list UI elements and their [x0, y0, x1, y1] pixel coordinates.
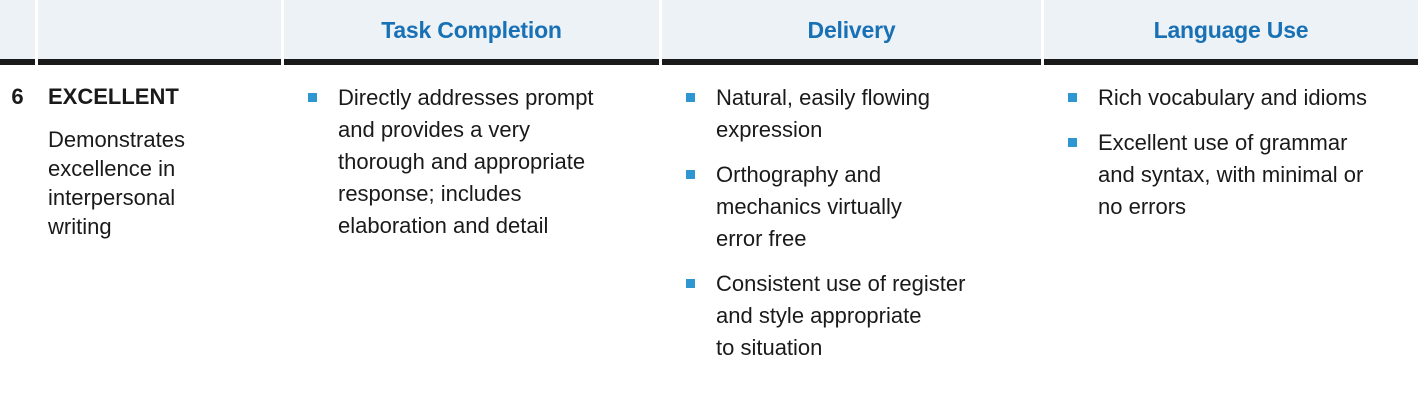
column-header-label: Delivery — [807, 17, 896, 43]
delivery-cell: Natural, easily flowing expression Ortho… — [662, 65, 1041, 377]
column-header-label: Language Use — [1153, 17, 1309, 43]
criterion-item: Consistent use of register and style app… — [686, 268, 1035, 364]
bullet-square-icon — [1068, 138, 1077, 147]
bullet-square-icon — [308, 93, 317, 102]
bullet-square-icon — [1068, 93, 1077, 102]
criterion-item: Rich vocabulary and idioms — [1068, 82, 1412, 114]
column-header-score — [0, 0, 35, 65]
task-completion-cell: Directly addresses prompt and provides a… — [284, 65, 659, 377]
rating-description: Demonstrates excellence in interpersonal… — [48, 127, 185, 239]
criterion-text: Directly addresses prompt and provides a… — [338, 85, 594, 238]
rubric-grid: Task Completion Delivery Language Use 6 … — [0, 0, 1418, 377]
column-header-label: Task Completion — [381, 17, 562, 43]
rating-label: EXCELLENT — [48, 84, 179, 109]
criterion-text: Rich vocabulary and idioms — [1098, 85, 1368, 110]
criterion-text: Excellent use of grammar and syntax, wit… — [1098, 130, 1364, 219]
bullet-square-icon — [686, 279, 695, 288]
score-value: 6 — [11, 84, 24, 109]
language-use-list: Rich vocabulary and idioms Excellent use… — [1044, 82, 1418, 223]
criterion-text: Consistent use of register and style app… — [716, 271, 966, 360]
column-header-task-completion: Task Completion — [284, 0, 659, 65]
rating-cell: EXCELLENT Demonstrates excellence in int… — [38, 65, 281, 377]
bullet-square-icon — [686, 170, 695, 179]
delivery-list: Natural, easily flowing expression Ortho… — [662, 82, 1041, 364]
language-use-cell: Rich vocabulary and idioms Excellent use… — [1044, 65, 1418, 377]
task-completion-list: Directly addresses prompt and provides a… — [284, 82, 659, 242]
column-header-language-use: Language Use — [1044, 0, 1418, 65]
column-header-delivery: Delivery — [662, 0, 1041, 65]
criterion-item: Directly addresses prompt and provides a… — [308, 82, 653, 242]
bullet-square-icon — [686, 93, 695, 102]
score-cell: 6 — [0, 65, 35, 377]
criterion-item: Orthography and mechanics virtually erro… — [686, 159, 1035, 255]
criterion-text: Orthography and mechanics virtually erro… — [716, 162, 902, 251]
criterion-item: Excellent use of grammar and syntax, wit… — [1068, 127, 1412, 223]
criterion-text: Natural, easily flowing expression — [716, 85, 930, 142]
criterion-item: Natural, easily flowing expression — [686, 82, 1035, 146]
column-header-rating — [38, 0, 281, 65]
